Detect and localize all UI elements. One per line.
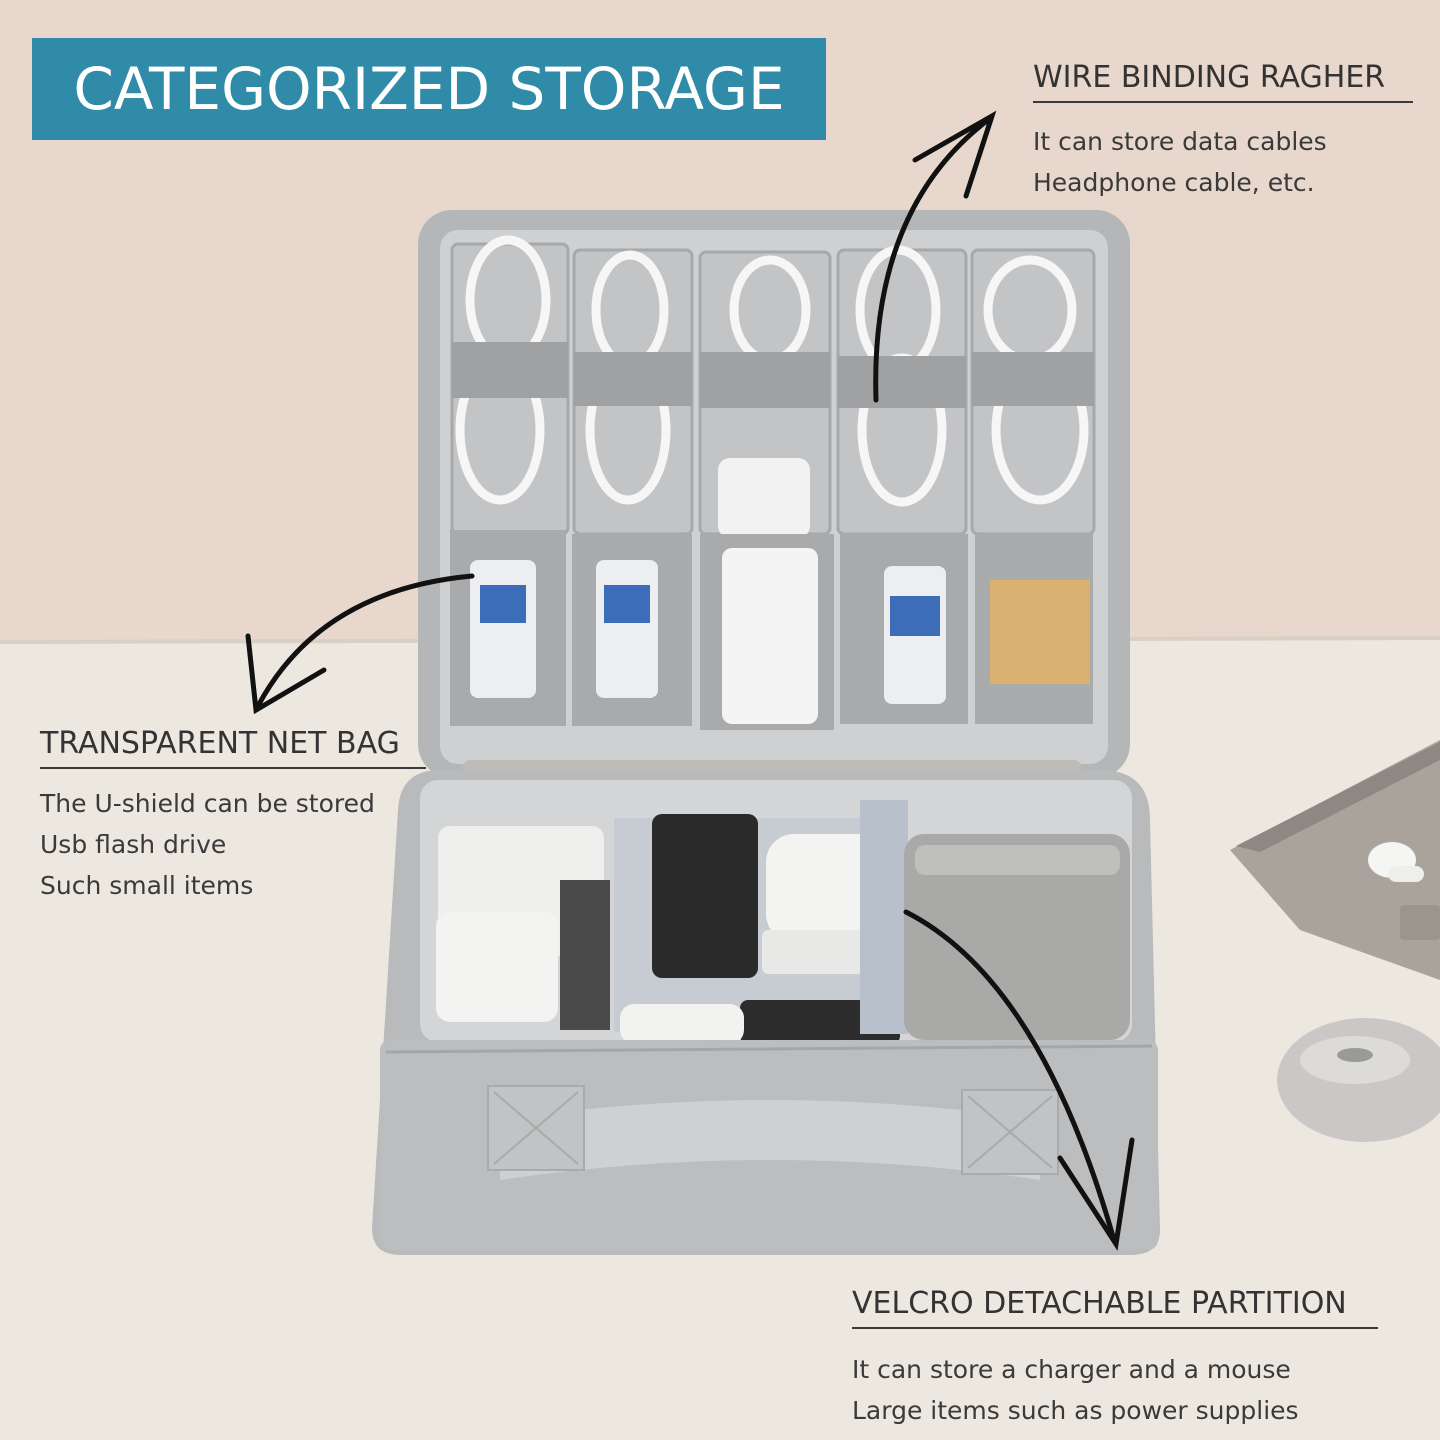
arrow-velcro-head <box>1057 1137 1135 1251</box>
callout-heading: WIRE BINDING RAGHER <box>1033 60 1413 103</box>
usb-modem <box>718 458 810 538</box>
bag-body <box>372 770 1160 1255</box>
callout-line: Such small items <box>40 871 254 900</box>
bag-handle <box>500 1100 1040 1180</box>
callout-heading: TRANSPARENT NET BAG <box>40 726 426 769</box>
dark-charger <box>560 880 610 1030</box>
arrow-net <box>255 573 475 709</box>
elastic-straps <box>452 342 1094 408</box>
airpods-case <box>766 834 886 942</box>
callout-line: It can store data cables <box>1033 127 1327 156</box>
callout-heading: VELCRO DETACHABLE PARTITION <box>852 1286 1378 1329</box>
arrow-velcro <box>903 909 1117 1243</box>
arrow-net-head <box>245 633 327 715</box>
white-charger-small <box>436 912 558 1022</box>
black-adapter <box>652 814 758 978</box>
callout-line: It can store a charger and a mouse <box>852 1355 1291 1384</box>
callout-line: Large items such as power supplies <box>852 1396 1299 1425</box>
callout-line: The U-shield can be stored <box>40 789 375 818</box>
arrow-wire <box>873 117 991 403</box>
earbud <box>1368 842 1424 882</box>
partition-velcro-right <box>860 800 908 1034</box>
callout-velcro-partition: VELCRO DETACHABLE PARTITION It can store… <box>852 1286 1378 1431</box>
callout-line: Headphone cable, etc. <box>1033 168 1315 197</box>
callout-wire-binding: WIRE BINDING RAGHER It can store data ca… <box>1033 60 1413 203</box>
callout-net-bag: TRANSPARENT NET BAG The U-shield can be … <box>40 726 426 906</box>
white-usb <box>620 1004 744 1044</box>
bag-lid <box>418 210 1130 778</box>
power-bank <box>904 834 1130 1040</box>
mesh-pockets <box>450 530 1093 730</box>
wall-plug <box>762 930 884 974</box>
computer-mouse <box>1277 1018 1440 1142</box>
laptop <box>1230 740 1440 980</box>
title-banner: CATEGORIZED STORAGE <box>32 38 826 140</box>
arrows <box>245 110 1135 1251</box>
arrow-wire-head <box>912 110 997 199</box>
callout-line: Usb flash drive <box>40 830 227 859</box>
banner-title: CATEGORIZED STORAGE <box>73 55 785 123</box>
